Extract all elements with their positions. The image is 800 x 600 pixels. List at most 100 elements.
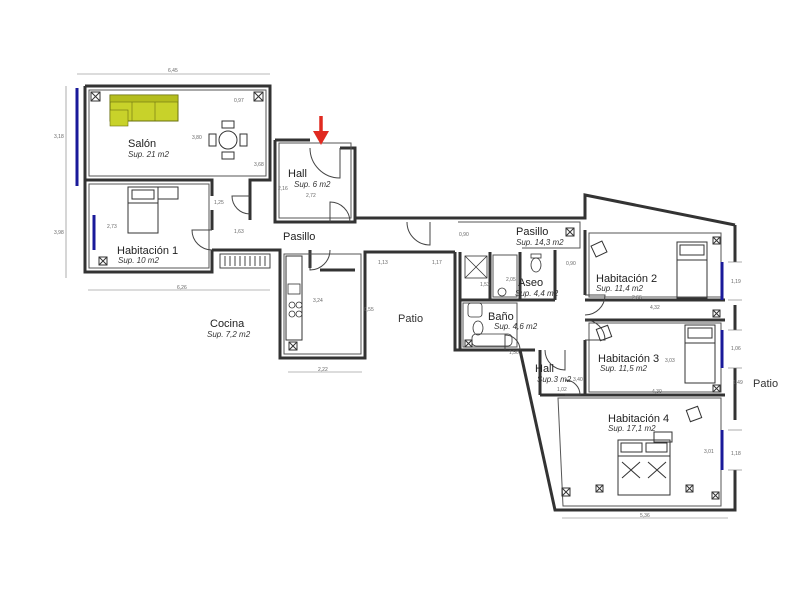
toilet-icon — [472, 253, 542, 336]
column-icon — [711, 491, 720, 500]
nightstand — [157, 186, 673, 443]
column-icon — [90, 91, 101, 102]
hall1-frame — [278, 142, 352, 219]
door-hall2 — [544, 349, 566, 371]
dim-label: 2,16 — [278, 186, 288, 192]
dim-label: 3,68 — [254, 162, 264, 168]
room-name-hab4: Habitación 4 — [608, 413, 669, 425]
dim-label: 1,13 — [378, 260, 388, 266]
walls — [83, 84, 737, 512]
dim-label: 6,26 — [177, 285, 187, 291]
room-sup-pasillo2: Sup. 14,3 m2 — [516, 238, 564, 247]
room-name-aseo: Aseo — [518, 277, 543, 289]
dim-label: 1,50 — [509, 350, 519, 356]
dim-label: 2,73 — [107, 224, 117, 230]
room-sup-aseo: Sup. 4,4 m2 — [515, 289, 559, 298]
room-sup-hab1: Sup. 10 m2 — [118, 256, 159, 265]
door-hab2 — [584, 294, 606, 316]
windows — [75, 88, 724, 470]
room-name-pasillo2: Pasillo — [516, 226, 548, 238]
dim-label: 1,17 — [432, 260, 442, 266]
wall-salon-hab1 — [85, 178, 214, 196]
door-hab4 — [564, 379, 581, 396]
dim-label: 6,45 — [168, 68, 178, 74]
wall-pasillo1-bottom — [212, 248, 455, 360]
wall-pasillo2-hab2 — [583, 230, 725, 302]
column-icon — [712, 309, 721, 318]
dim-label: 0,90 — [566, 261, 576, 267]
room-labels: Salón Sup. 21 m2 Hall Sup. 6 m2 Habitaci… — [117, 138, 778, 433]
room-name-bano: Baño — [488, 311, 514, 323]
dim-label: 3,40 — [573, 377, 583, 383]
dimension-labels: 6,45 3,18 3,98 0,97 3,80 3,68 2,16 2,72 … — [54, 68, 743, 519]
kitchen-counter — [285, 255, 303, 341]
double-bed-icon — [617, 439, 671, 496]
column-icon — [685, 484, 694, 493]
dim-label: 1,25 — [214, 200, 224, 206]
aseo-frame — [492, 254, 518, 298]
dim-label: 2,72 — [306, 193, 316, 199]
kitchen-frame — [283, 253, 362, 355]
door-salon — [231, 195, 251, 215]
dim-label: 1,63 — [234, 229, 244, 235]
dim-label: 3,18 — [54, 134, 64, 140]
patio-label-center: Patio — [398, 313, 423, 325]
room-sup-bano: Sup. 4,6 m2 — [494, 322, 538, 331]
radiator — [219, 253, 271, 269]
room-name-hall2: Hall — [535, 363, 554, 375]
dim-label: 3,24 — [313, 298, 323, 304]
column-icon — [595, 484, 604, 493]
room-name-hall1: Hall — [288, 168, 307, 180]
dim-label: 1,53 — [480, 282, 490, 288]
dim-label: 5,36 — [640, 513, 650, 519]
salon-frame — [88, 89, 267, 177]
room-name-salon: Salón — [128, 138, 156, 150]
dim-label: 0,97 — [234, 98, 244, 104]
door-kitchen — [309, 249, 331, 271]
dim-label: 3,03 — [665, 358, 675, 364]
dim-label: 2,05 — [506, 277, 516, 283]
door-bano — [504, 334, 521, 351]
dim-label: 0,55 — [364, 307, 374, 313]
hab1-frame — [88, 183, 210, 269]
door-hall1-pasillo — [329, 201, 351, 223]
dim-label: 1,18 — [731, 451, 741, 457]
room-name-pasillo1: Pasillo — [283, 231, 315, 243]
wall-east-outer — [518, 225, 737, 512]
wall-hall2 — [520, 348, 542, 395]
pasillo2-inner — [458, 221, 581, 249]
hab4-frame — [557, 397, 722, 507]
room-sup-hab4: Sup. 17,1 m2 — [608, 424, 656, 433]
entrance-arrow-icon — [313, 116, 329, 145]
room-name-hab2: Habitación 2 — [596, 273, 657, 285]
doors — [191, 147, 606, 396]
sofa-icon — [109, 94, 179, 127]
dim-label: 2,22 — [318, 367, 328, 373]
room-sup-salon: Sup. 21 m2 — [128, 150, 169, 159]
room-sup-hab3: Sup. 11,5 m2 — [600, 364, 648, 373]
room-sup-hab2: Sup. 11,4 m2 — [596, 284, 644, 293]
dining-table-icon — [208, 120, 248, 160]
inner-lines — [88, 89, 722, 507]
dim-label: 3,98 — [54, 230, 64, 236]
bano-frame — [462, 302, 518, 348]
sink-icon — [287, 283, 507, 318]
room-name-cocina: Cocina — [210, 318, 245, 330]
room-sup-hall1: Sup. 6 m2 — [294, 180, 331, 189]
dim-label: 1,19 — [731, 279, 741, 285]
dim-label: 3,80 — [192, 135, 202, 141]
room-sup-hall2: Sup.3 m2 — [537, 375, 572, 384]
bed-icon — [676, 241, 708, 299]
dim-label: 2,66 — [632, 295, 642, 301]
door-hab3 — [584, 319, 606, 341]
door-hab1 — [191, 229, 213, 251]
column-icon — [464, 339, 473, 348]
dim-label: 3,01 — [704, 449, 714, 455]
room-sup-cocina: Sup. 7,2 m2 — [207, 330, 251, 339]
dim-label: 1,49 — [733, 380, 743, 386]
bed-icon — [127, 186, 159, 234]
shower-icon — [464, 255, 488, 279]
dim-label: 4,32 — [650, 305, 660, 311]
patio-label-east: Patio — [753, 378, 778, 390]
